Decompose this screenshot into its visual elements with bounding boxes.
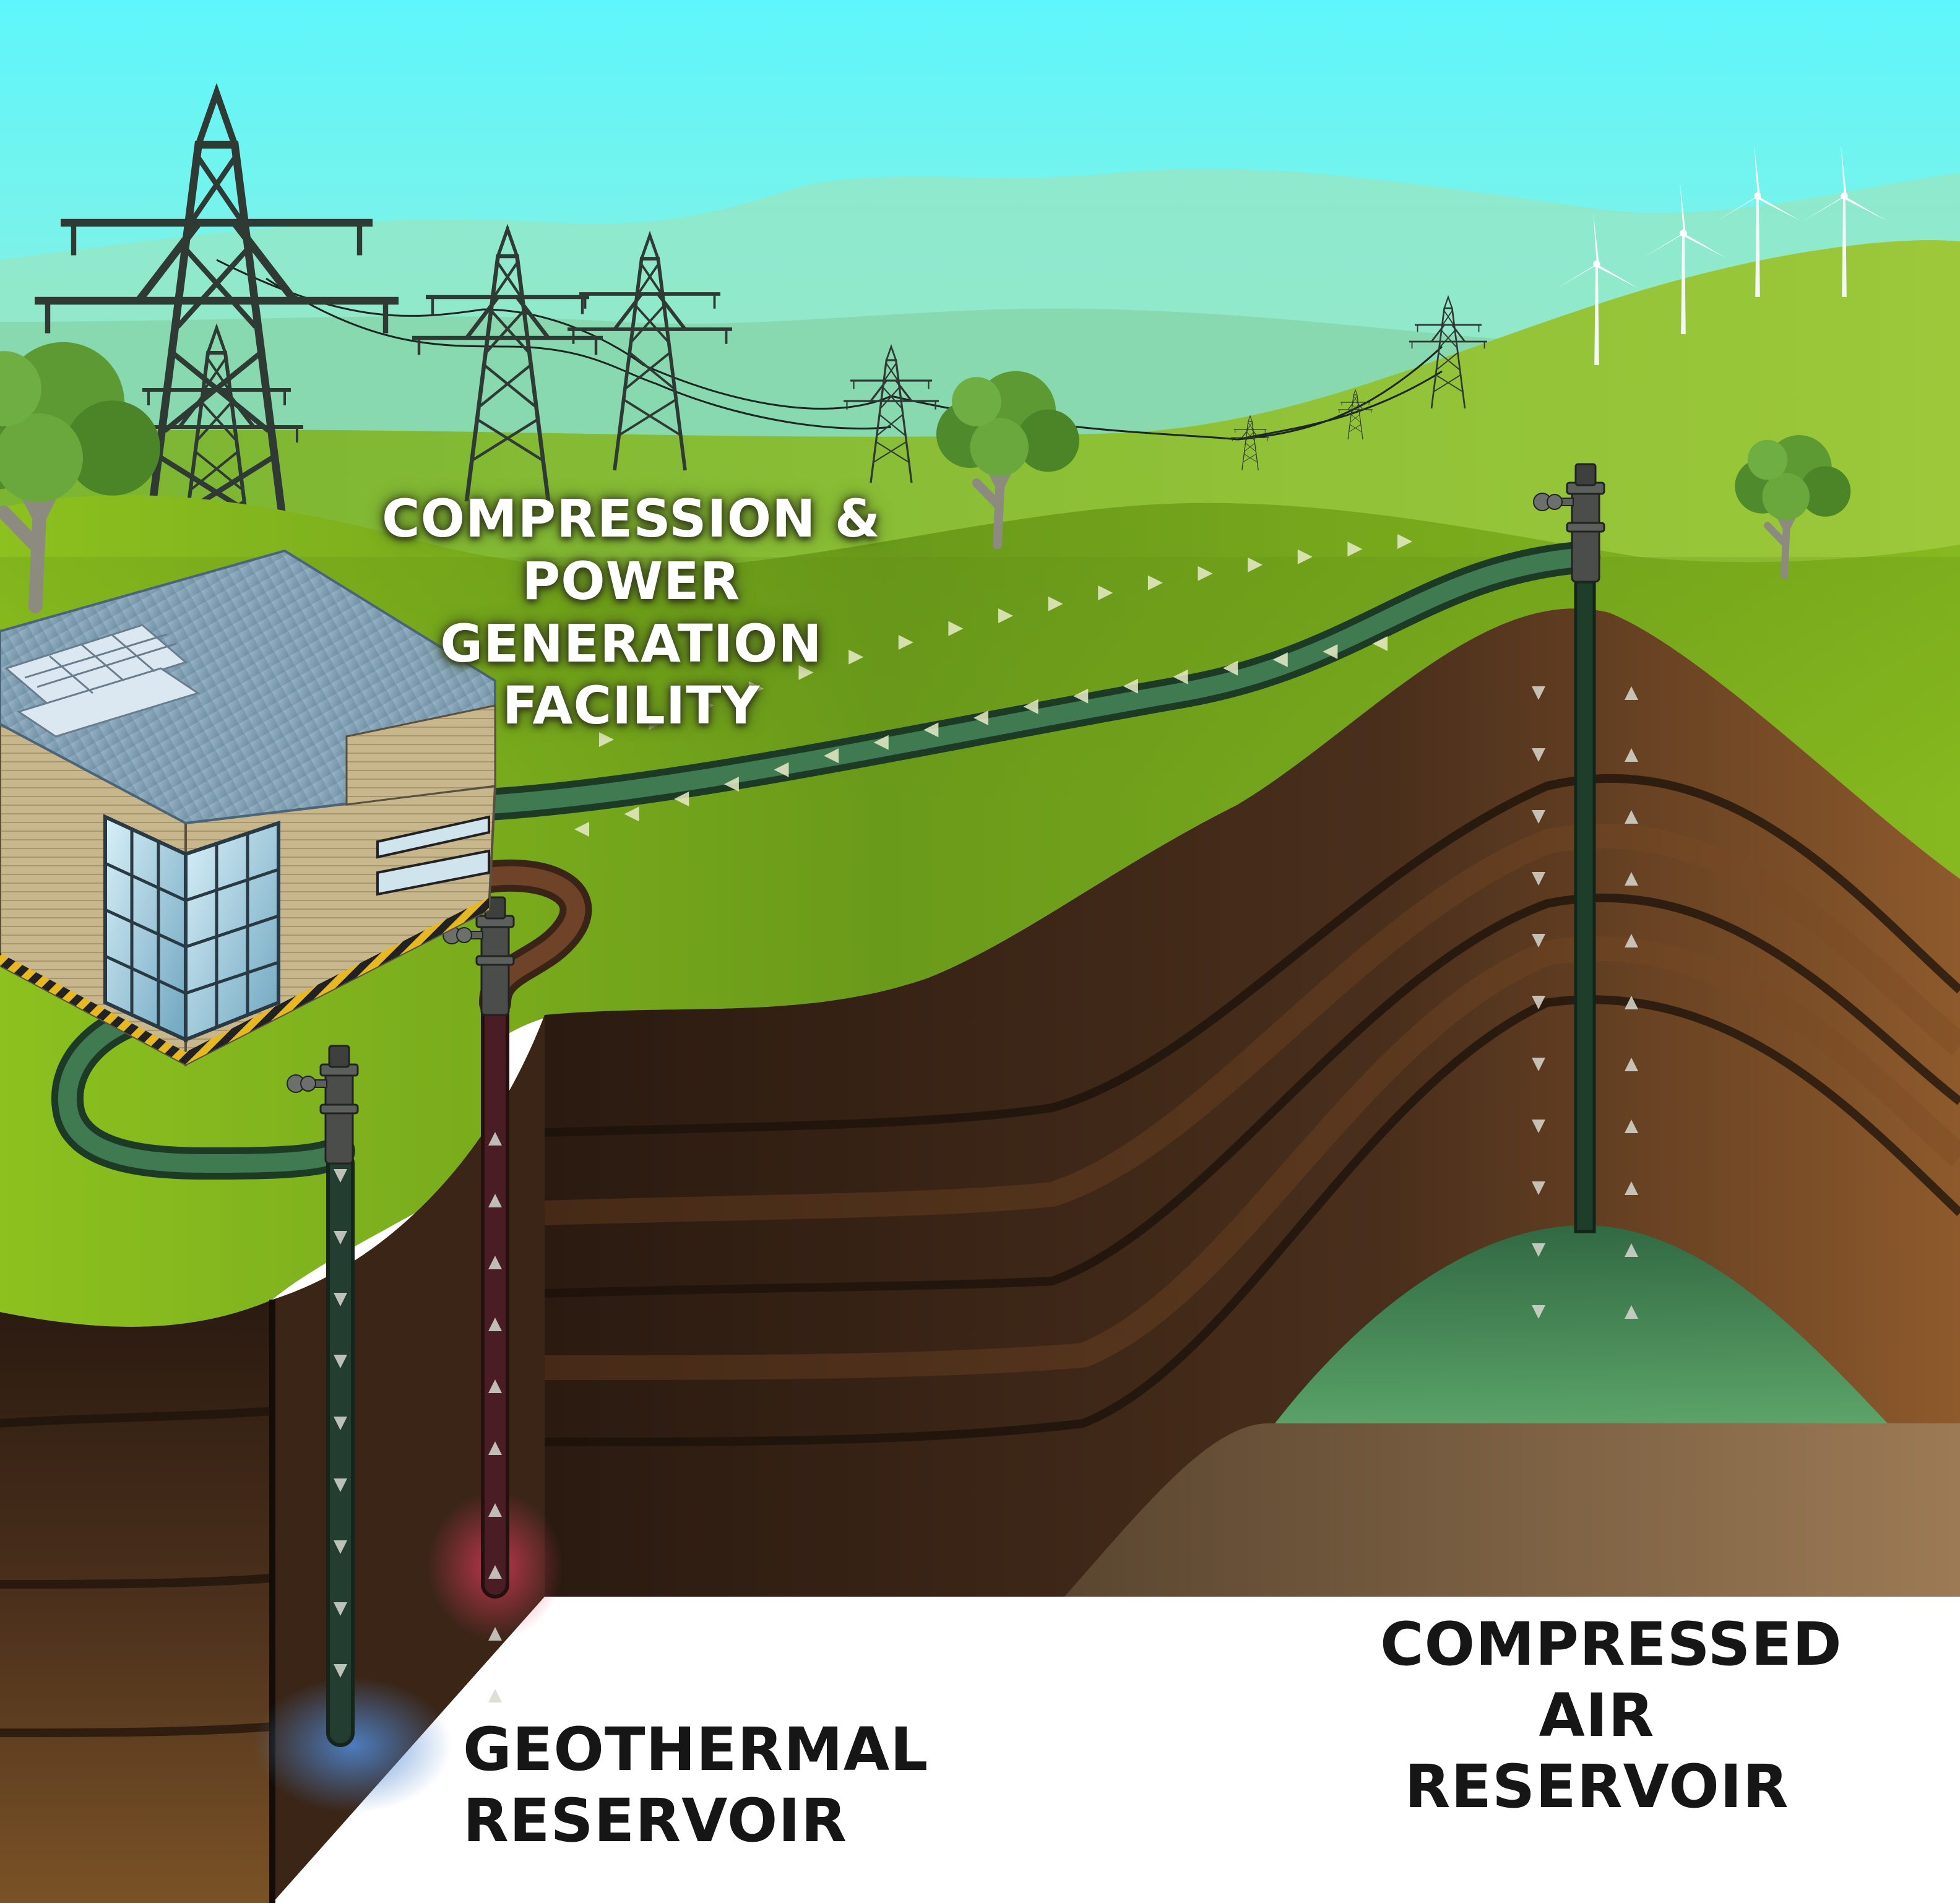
facility-label: COMPRESSION & POWER GENERATION FACILITY xyxy=(322,488,941,737)
flow-arrow-icon xyxy=(1098,585,1113,601)
flow-arrow-icon xyxy=(488,1503,502,1517)
facility-label-line-2: POWER GENERATION xyxy=(440,550,822,674)
flow-arrow-icon xyxy=(599,732,614,747)
flow-arrow-icon xyxy=(774,762,789,777)
flow-arrow-icon xyxy=(723,777,739,792)
glass-facade xyxy=(103,814,280,1043)
flow-arrow-icon xyxy=(1023,699,1038,714)
flow-arrow-icon xyxy=(1625,810,1638,824)
flow-arrow-icon xyxy=(1147,575,1163,590)
flow-arrow-icon xyxy=(974,710,988,725)
compressed-air-reservoir-label: COMPRESSED AIR RESERVOIR xyxy=(1380,1609,1842,1823)
flow-arrow-icon xyxy=(798,665,814,680)
flow-arrow-icon xyxy=(488,1441,502,1455)
flow-arrow-icon xyxy=(1532,1305,1545,1319)
flow-arrow-icon xyxy=(1048,596,1063,611)
flow-arrow-icon xyxy=(923,722,939,738)
flow-arrow-icon xyxy=(1223,660,1238,676)
facility-label-line-3: FACILITY xyxy=(502,675,761,736)
geothermal-cold-zone xyxy=(254,1677,452,1813)
flow-arrow-icon xyxy=(1198,566,1213,581)
flow-arrow-icon xyxy=(488,1689,502,1702)
soil-strata xyxy=(544,774,1960,1446)
flow-arrow-icon xyxy=(1373,636,1388,651)
well-flow-arrows xyxy=(334,686,1638,1702)
compressed-air-reservoir xyxy=(1275,1225,1888,1423)
flow-arrow-icon xyxy=(1397,534,1412,549)
facility-label-line-1: COMPRESSION & xyxy=(382,488,881,549)
flow-arrow-icon xyxy=(1073,688,1089,704)
flow-arrow-icon xyxy=(334,1540,347,1554)
flow-arrow-icon xyxy=(1625,1243,1638,1257)
flow-arrow-icon xyxy=(574,822,589,837)
flow-arrow-icon xyxy=(488,1132,502,1146)
flow-arrow-icon xyxy=(1625,934,1638,947)
flow-arrow-icon xyxy=(649,715,664,730)
building-icon xyxy=(0,549,497,1067)
flow-arrow-icon xyxy=(1532,1120,1545,1133)
flow-arrow-icon xyxy=(848,649,864,665)
flow-arrow-icon xyxy=(1532,872,1545,886)
flow-arrow-icon xyxy=(1625,1120,1638,1133)
flow-arrow-icon xyxy=(1532,686,1545,700)
flow-arrow-icon xyxy=(488,1565,502,1579)
flow-arrow-icon xyxy=(334,1231,347,1245)
flow-arrow-icon xyxy=(1272,652,1288,668)
flow-arrow-icon xyxy=(1532,1243,1545,1257)
flow-arrow-icon xyxy=(948,621,964,636)
flow-arrow-icon xyxy=(699,697,714,713)
flow-arrow-icon xyxy=(1625,872,1638,886)
compressed-air-label-line-1: COMPRESSED xyxy=(1380,1610,1842,1679)
flow-arrow-icon xyxy=(748,681,764,696)
flow-arrow-icon xyxy=(488,1194,502,1207)
flow-arrow-icon xyxy=(1173,669,1188,684)
airflow-arrows xyxy=(574,534,1412,837)
flow-arrow-icon xyxy=(1532,996,1545,1009)
flow-arrow-icon xyxy=(1625,1058,1638,1071)
compressed-air-label-line-2: AIR RESERVOIR xyxy=(1404,1681,1789,1822)
flow-arrow-icon xyxy=(488,1318,502,1331)
flow-arrow-icon xyxy=(488,1256,502,1269)
geothermal-label-line-1: GEOTHERMAL xyxy=(463,1715,929,1784)
flow-arrow-icon xyxy=(898,635,913,650)
flow-arrow-icon xyxy=(334,1169,347,1183)
flow-arrow-icon xyxy=(1532,748,1545,762)
flow-arrow-icon xyxy=(1297,549,1313,564)
flow-arrow-icon xyxy=(1347,542,1363,557)
flow-arrow-icon xyxy=(1625,996,1638,1009)
flow-arrow-icon xyxy=(1123,678,1138,694)
flow-arrow-icon xyxy=(334,1355,347,1368)
flow-arrow-icon xyxy=(1323,644,1338,659)
flow-arrow-icon xyxy=(334,1602,347,1616)
flow-arrow-icon xyxy=(1625,686,1638,700)
solar-panel-icon xyxy=(4,624,201,738)
flow-arrow-icon xyxy=(1532,934,1545,947)
flow-arrow-icon xyxy=(998,608,1013,623)
flow-arrow-icon xyxy=(1625,1305,1638,1319)
flow-arrow-icon xyxy=(1248,557,1263,572)
flow-arrow-icon xyxy=(334,1664,347,1678)
geothermal-reservoir-label: GEOTHERMAL RESERVOIR xyxy=(463,1714,928,1857)
air-well xyxy=(1574,580,1596,1233)
flow-arrow-icon xyxy=(1532,810,1545,824)
flow-arrow-icon xyxy=(1532,1181,1545,1195)
flow-arrow-icon xyxy=(488,1627,502,1641)
flow-arrow-icon xyxy=(334,1417,347,1430)
flow-arrow-icon xyxy=(334,1478,347,1492)
flow-arrow-icon xyxy=(873,735,889,750)
flow-arrow-icon xyxy=(334,1293,347,1306)
flow-arrow-icon xyxy=(624,806,639,822)
geothermal-label-line-2: RESERVOIR xyxy=(463,1786,847,1856)
flow-arrow-icon xyxy=(674,792,689,807)
flow-arrow-icon xyxy=(1625,1181,1638,1195)
flow-arrow-icon xyxy=(824,748,839,764)
flow-arrow-icon xyxy=(1625,748,1638,762)
flow-arrow-icon xyxy=(488,1379,502,1393)
flow-arrow-icon xyxy=(1532,1058,1545,1071)
